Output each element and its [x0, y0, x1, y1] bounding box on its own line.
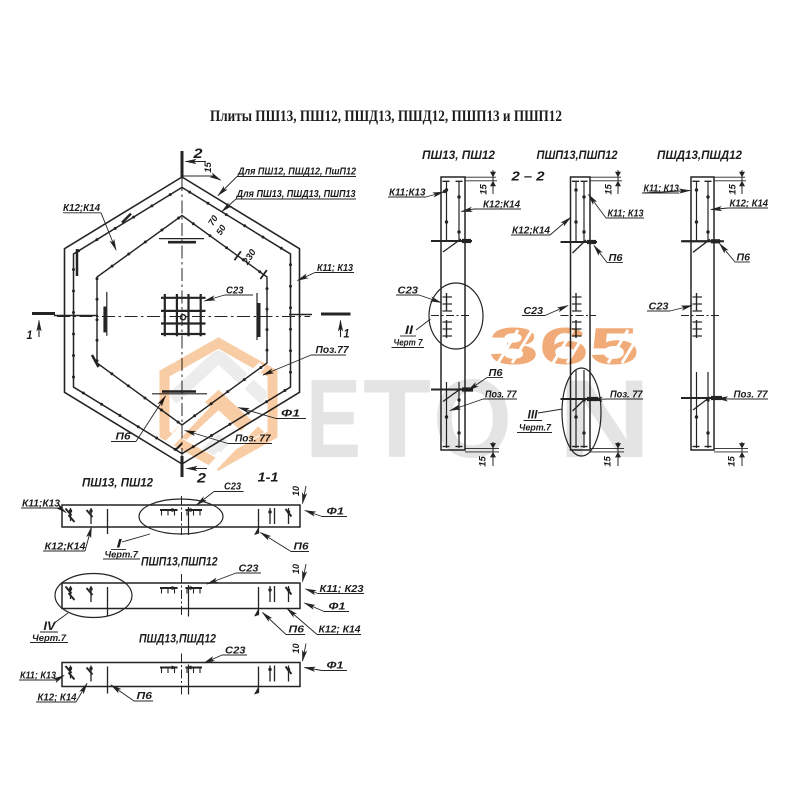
- svg-text:П6: П6: [289, 624, 305, 636]
- svg-text:Ф1: Ф1: [327, 660, 344, 672]
- svg-text:П6: П6: [116, 431, 131, 443]
- svg-text:15: 15: [727, 456, 738, 467]
- svg-text:15: 15: [728, 184, 739, 195]
- svg-text:П6: П6: [609, 252, 623, 264]
- svg-text:2 – 2: 2 – 2: [510, 169, 545, 184]
- svg-text:ПШД13,ПШД12: ПШД13,ПШД12: [657, 148, 742, 162]
- svg-text:Для ПШ12, ПШД12, ПшП12: Для ПШ12, ПШД12, ПшП12: [237, 167, 356, 178]
- svg-text:15: 15: [604, 184, 615, 195]
- svg-text:К12; К14: К12; К14: [319, 624, 361, 636]
- svg-text:2: 2: [196, 471, 207, 486]
- svg-text:К11;К13: К11;К13: [22, 498, 60, 510]
- svg-text:70: 70: [206, 214, 220, 228]
- svg-text:Черт.7: Черт.7: [32, 633, 67, 644]
- svg-text:П6: П6: [137, 690, 153, 702]
- svg-text:К11; К23: К11; К23: [320, 583, 364, 595]
- svg-text:С23: С23: [224, 481, 241, 493]
- svg-text:Ф1: Ф1: [329, 601, 346, 613]
- svg-text:К12; К14: К12; К14: [38, 692, 77, 704]
- svg-text:С23: С23: [649, 301, 669, 313]
- svg-text:П6: П6: [294, 541, 309, 553]
- svg-text:T: T: [363, 357, 431, 481]
- svg-text:К11; К13: К11; К13: [20, 670, 56, 682]
- svg-text:Для ПШ13, ПШД13, ПШП13: Для ПШ13, ПШД13, ПШП13: [236, 189, 356, 200]
- svg-text:ПШП13,ПШП12: ПШП13,ПШП12: [537, 148, 618, 162]
- svg-text:К12;К14: К12;К14: [483, 199, 520, 211]
- svg-text:III: III: [528, 408, 539, 422]
- svg-text:1: 1: [344, 327, 350, 341]
- svg-text:ПШП13,ПШП12: ПШП13,ПШП12: [141, 555, 218, 569]
- svg-text:10: 10: [291, 486, 301, 496]
- svg-text:К12;К14: К12;К14: [63, 202, 100, 214]
- svg-text:С23: С23: [225, 645, 246, 657]
- svg-text:2: 2: [192, 146, 203, 161]
- svg-text:С23: С23: [524, 305, 544, 317]
- svg-text:ПШ13, ПШ12: ПШ13, ПШ12: [82, 476, 153, 490]
- svg-text:10: 10: [291, 564, 301, 574]
- svg-text:Ф1: Ф1: [327, 506, 345, 518]
- svg-text:ПШД13,ПШД12: ПШД13,ПШД12: [139, 632, 216, 646]
- svg-text:Черт.7: Черт.7: [519, 423, 552, 434]
- svg-text:15: 15: [203, 162, 214, 173]
- svg-text:К11; К13: К11; К13: [608, 208, 644, 220]
- svg-text:15: 15: [603, 456, 614, 467]
- svg-text:Поз. 77: Поз. 77: [610, 389, 644, 401]
- svg-text:Плиты ПШ13, ПШ12, ПШД13, ПШД12: Плиты ПШ13, ПШ12, ПШД13, ПШД12, ПШП13 и …: [210, 108, 562, 125]
- svg-text:Поз. 77: Поз. 77: [485, 389, 517, 401]
- svg-text:E: E: [306, 357, 361, 481]
- svg-text:15: 15: [479, 184, 490, 195]
- svg-text:К12; К14: К12; К14: [730, 198, 769, 210]
- svg-text:1: 1: [27, 328, 33, 342]
- svg-text:Ф1: Ф1: [281, 408, 300, 420]
- svg-text:II: II: [405, 323, 414, 337]
- svg-text:С23: С23: [239, 563, 259, 575]
- svg-text:Черт.7: Черт.7: [105, 550, 139, 561]
- svg-text:O: O: [433, 357, 512, 481]
- svg-text:П6: П6: [489, 367, 503, 379]
- svg-text:10: 10: [291, 643, 301, 653]
- svg-text:К11;К13: К11;К13: [389, 187, 426, 199]
- svg-text:50: 50: [214, 223, 228, 237]
- svg-text:15: 15: [478, 456, 489, 467]
- svg-text:ПШ13, ПШ12: ПШ13, ПШ12: [422, 148, 495, 162]
- svg-text:1-1: 1-1: [258, 470, 279, 485]
- svg-text:К12;К14: К12;К14: [512, 225, 550, 237]
- svg-text:П6: П6: [737, 252, 751, 264]
- svg-text:К12;К14: К12;К14: [45, 541, 86, 553]
- svg-text:С23: С23: [398, 285, 419, 297]
- svg-text:N: N: [558, 357, 651, 481]
- svg-text:Поз.77: Поз.77: [316, 344, 350, 356]
- svg-text:Черт 7: Черт 7: [394, 338, 424, 349]
- svg-text:Поз. 77: Поз. 77: [734, 389, 769, 401]
- svg-text:С23: С23: [226, 285, 244, 297]
- svg-text:К11; К13: К11; К13: [317, 262, 353, 274]
- svg-text:I: I: [117, 537, 123, 551]
